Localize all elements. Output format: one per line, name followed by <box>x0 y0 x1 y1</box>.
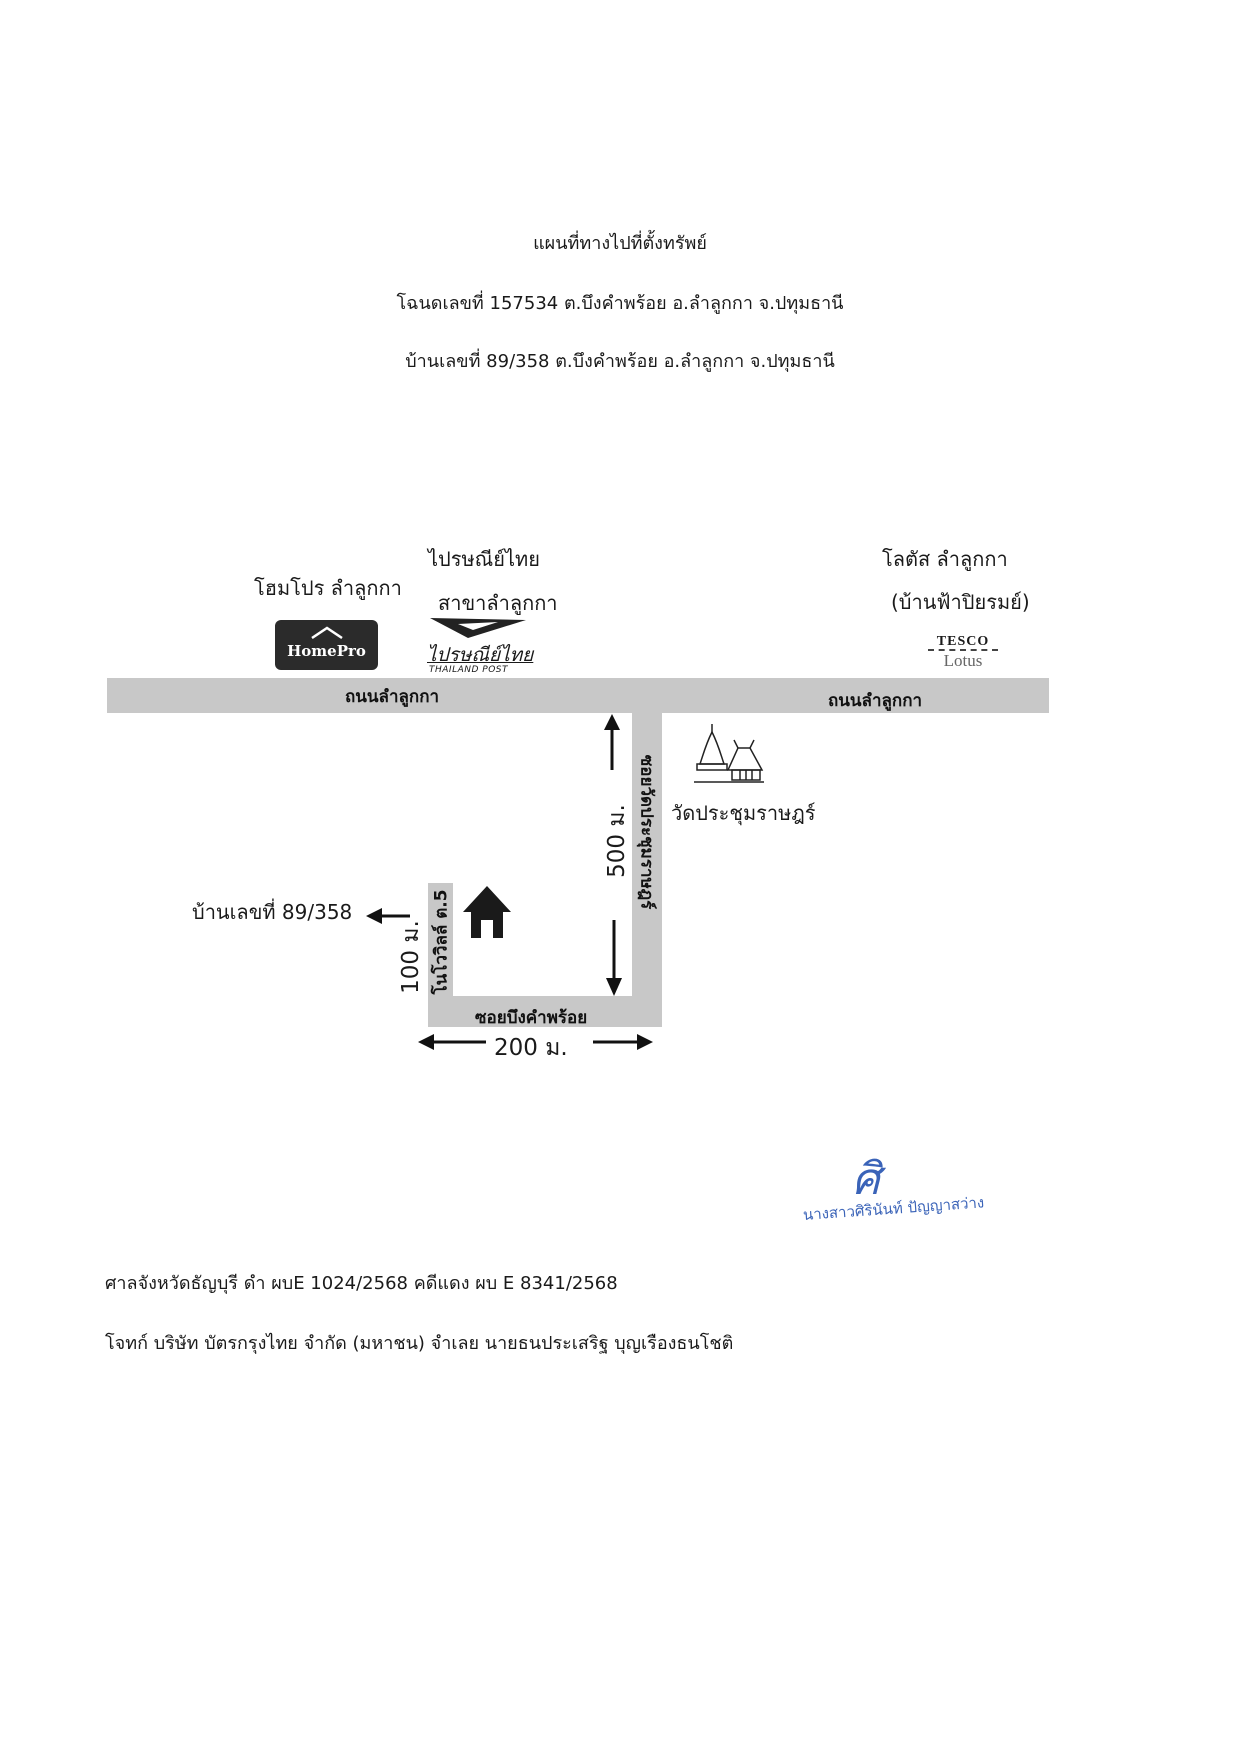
arrow-down-icon <box>606 920 622 996</box>
house-address-line: บ้านเลขที่ 89/358 ต.บึงคำพร้อย อ.ลำลูกกา… <box>405 351 835 372</box>
main-road-label-left: ถนนลำลูกกา <box>345 687 440 707</box>
soi-small-road <box>428 883 453 1003</box>
homepro-logo: HomePro <box>275 620 378 670</box>
soi-small-label: โนโววิลล์ ต.5 <box>431 889 452 995</box>
temple-name: วัดประชุมราษฎร์ <box>671 801 816 825</box>
main-road <box>107 678 1049 713</box>
post-logo-en: THAILAND POST <box>429 665 508 675</box>
distance-500: 500 ม. <box>604 804 630 878</box>
distance-200: 200 ม. <box>494 1035 568 1061</box>
distance-100: 100 ม. <box>398 920 424 994</box>
page-title: แผนที่ทางไปที่ตั้งทรัพย์ <box>533 233 707 254</box>
main-road-label-right: ถนนลำลูกกา <box>828 691 923 711</box>
house-icon <box>463 886 511 938</box>
deed-line: โฉนดเลขที่ 157534 ต.บึงคำพร้อย อ.ลำลูกกา… <box>396 293 844 314</box>
post-name-line1: ไปรษณีย์ไทย <box>428 547 540 571</box>
tesco-lotus-logo: TESCO Lotus <box>928 634 998 670</box>
arrow-left-icon <box>418 1034 486 1050</box>
destination-label: บ้านเลขที่ 89/358 <box>192 900 353 924</box>
homepro-roof-icon <box>311 626 343 640</box>
soi-bottom-label: ซอยบึงคำพร้อย <box>475 1008 588 1028</box>
parties-line: โจทก์ บริษัท บัตรกรุงไทย จำกัด (มหาชน) จ… <box>105 1333 734 1354</box>
lotus-name-line2: (บ้านฟ้าปิยรมย์) <box>891 590 1030 614</box>
homepro-logo-text: HomePro <box>287 642 366 660</box>
post-name-line2: สาขาลำลูกกา <box>438 591 558 615</box>
temple-icon <box>694 724 764 783</box>
court-case-line: ศาลจังหวัดธัญบุรี ดำ ผบE 1024/2568 คดีแด… <box>105 1273 618 1294</box>
post-logo-thai: ไปรษณีย์ไทย <box>427 644 534 666</box>
soi-bottom-road <box>428 996 662 1027</box>
destination-arrow-icon <box>366 908 410 924</box>
lotus-name-line1: โลตัส ลำลูกกา <box>882 547 1008 571</box>
homepro-name: โฮมโปร ลำลูกกา <box>254 576 402 600</box>
arrow-up-icon <box>604 714 620 770</box>
tesco-logo-text: TESCO <box>928 634 998 651</box>
soi-vertical-label: ซอยวัดประชุมราษฎร์ <box>636 754 657 910</box>
arrow-right-icon <box>593 1034 653 1050</box>
thailand-post-logo: ไปรษณีย์ไทย THAILAND POST <box>425 616 535 678</box>
post-wing-icon <box>430 618 526 638</box>
lotus-logo-text: Lotus <box>943 651 983 670</box>
signature-mark: ศิ <box>852 1154 880 1205</box>
soi-vertical-road <box>632 711 662 1027</box>
